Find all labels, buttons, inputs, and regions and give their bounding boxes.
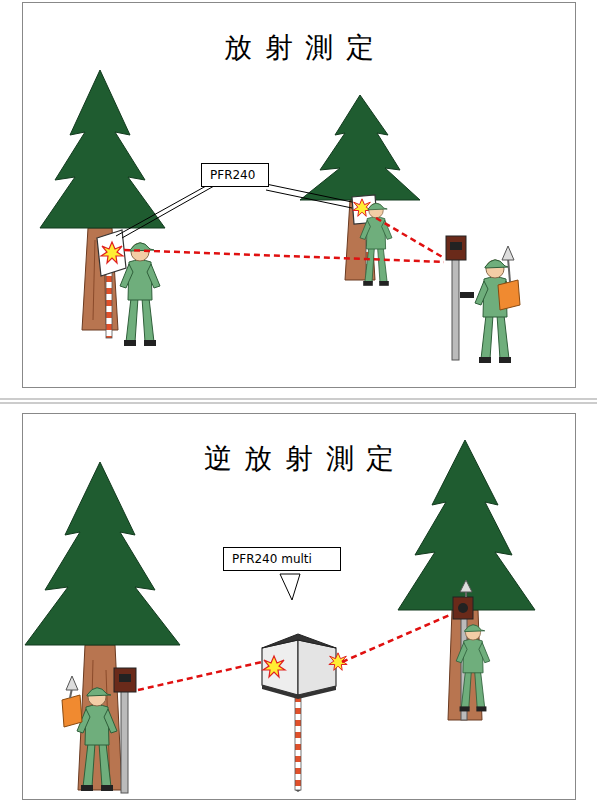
art-line	[0, 399, 597, 400]
art-rect	[452, 255, 459, 360]
art-polygon	[502, 246, 514, 260]
art-rect	[114, 668, 136, 692]
art-line	[266, 190, 352, 208]
art-line	[138, 662, 262, 690]
art-use	[360, 203, 392, 286]
art-polygon	[66, 676, 78, 690]
art-use	[77, 688, 117, 791]
art-rect	[453, 597, 473, 619]
callout-label: PFR240	[210, 168, 255, 182]
art-rect	[295, 690, 301, 790]
callout-label: PFR240 multi	[232, 552, 312, 566]
art-polygon	[398, 440, 535, 610]
callout-box: PFR240 multi	[223, 547, 341, 571]
art-use	[120, 243, 160, 346]
art-polygon	[262, 685, 336, 699]
art-polygon	[300, 95, 420, 200]
art-rect	[119, 674, 131, 682]
art-use	[263, 656, 285, 677]
art-polygon	[25, 462, 180, 645]
art-line	[116, 186, 206, 236]
panel-title: 放射測定	[23, 29, 575, 67]
art-polygon	[62, 695, 82, 727]
art-line	[342, 614, 452, 662]
art-polygon	[460, 580, 472, 592]
art-rect	[450, 242, 462, 250]
art-rect	[121, 688, 128, 793]
art-line	[122, 186, 214, 238]
art-polygon	[78, 645, 122, 790]
art-polygon	[97, 230, 126, 276]
art-polygon	[262, 634, 336, 648]
callout-box: PFR240	[201, 163, 269, 187]
art-use	[353, 199, 371, 217]
art-polygon	[280, 574, 300, 600]
panel-title: 逆放射測定	[23, 440, 575, 478]
art-line	[124, 250, 444, 262]
art-line	[0, 403, 597, 404]
art-line	[376, 218, 444, 258]
art-polygon	[498, 280, 520, 310]
art-circle	[458, 603, 468, 613]
art-polygon	[298, 640, 336, 695]
art-rect	[446, 236, 466, 260]
art-rect	[460, 292, 474, 298]
panel-frame: 逆放射測定 PFR240 multi	[22, 413, 576, 800]
art-use	[101, 242, 123, 263]
art-use	[456, 625, 490, 712]
panel-frame: 放射測定 PFR240	[22, 2, 576, 388]
art-polygon	[295, 790, 301, 792]
art-line	[508, 258, 510, 282]
art-polygon	[40, 70, 165, 228]
